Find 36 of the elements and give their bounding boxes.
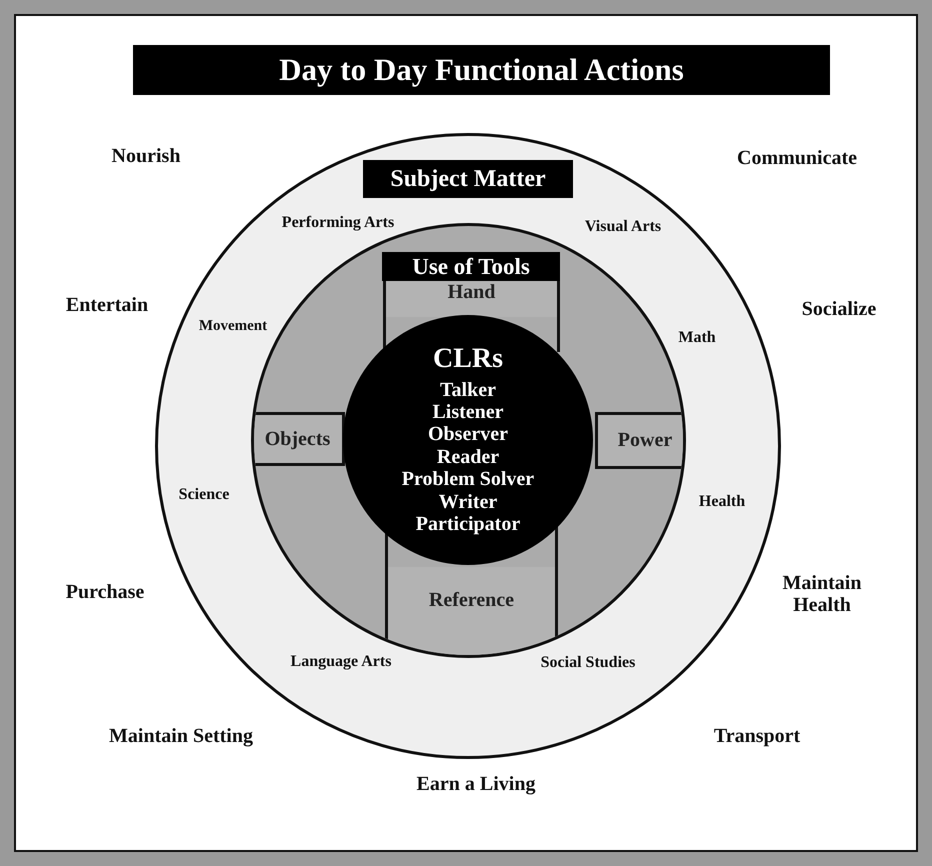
core-heading: CLRs: [432, 344, 503, 373]
heading-banner: Use of Tools: [382, 252, 560, 281]
segment-label: Reference: [428, 589, 514, 612]
subject-label: Health: [698, 493, 746, 511]
heading-banner: Subject Matter: [363, 160, 573, 198]
subject-label: Movement: [198, 318, 268, 334]
action-label: Maintain Health: [782, 572, 862, 616]
action-label: Transport: [714, 725, 800, 747]
action-label: Purchase: [66, 581, 144, 603]
action-label: Earn a Living: [416, 773, 536, 795]
tool-segment-box: [383, 281, 560, 317]
action-label: Socialize: [802, 298, 876, 320]
role-text: Listener: [432, 401, 504, 424]
segment-label: Objects: [264, 428, 330, 450]
tool-segment-box: [254, 412, 345, 466]
tool-segment-box: [385, 567, 558, 655]
role-text: Problem Solver: [402, 468, 534, 491]
action-label: Maintain Setting: [109, 725, 253, 747]
subject-label: Science: [178, 486, 230, 504]
subject-label: Math: [678, 329, 716, 347]
subject-label: Visual Arts: [584, 218, 662, 236]
tool-segment-box: [595, 412, 683, 469]
segment-label: Power: [618, 429, 672, 452]
subject-label: Performing Arts: [282, 214, 394, 232]
role-text: Participator: [416, 512, 520, 536]
subject-label: Social Studies: [540, 654, 636, 672]
segment-label: Hand: [448, 281, 496, 304]
role-text: Talker: [440, 378, 496, 402]
action-label: Entertain: [66, 294, 148, 316]
subject-label: Language Arts: [290, 653, 392, 671]
role-text: Writer: [438, 490, 498, 513]
role-text: Observer: [428, 423, 508, 446]
action-label: Communicate: [737, 147, 857, 169]
action-label: Nourish: [112, 145, 180, 167]
role-text: Reader: [436, 446, 500, 468]
title-banner: Day to Day Functional Actions: [133, 45, 830, 95]
